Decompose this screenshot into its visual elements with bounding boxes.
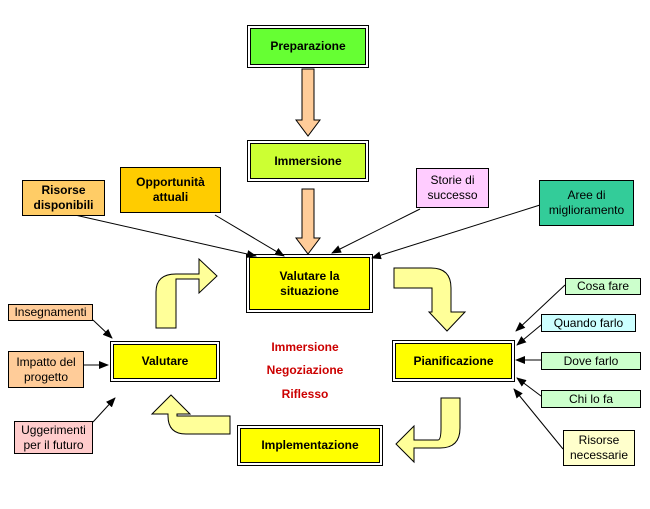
box-risorse-disponibili: Risorse disponibili [22,180,105,216]
dove-farlo-label: Dove farlo [563,353,619,368]
down-arrow-1 [295,68,321,137]
down-arrow-2 [295,188,321,255]
box-opportunita-attuali: Opportunità attuali [120,167,221,213]
risorse-necessarie-label: Risorse necessarie [569,433,629,462]
box-preparazione-label: Preparazione [270,39,346,53]
arrow-risorse-disponibili [74,214,257,258]
box-immersione: Immersione [247,140,369,182]
center-label-immersione: Immersione [271,340,339,354]
box-valutare-situazione: Valutare la situazione [246,254,373,313]
box-dove-farlo: Dove farlo [541,352,641,370]
cosa-fare-label: Cosa fare [576,279,630,293]
box-aree-di-miglioramento: Aree di miglioramento [539,180,634,226]
box-cosa-fare: Cosa fare [565,278,641,295]
impatto-del-progetto-label: Impatto del progetto [16,354,76,384]
box-preparazione: Preparazione [247,25,369,68]
storie-di-successo-label: Storie di successo [427,173,478,202]
arrow-quando-farlo [516,324,542,346]
box-suggerimenti: Uggerimenti per il futuro [14,421,93,454]
center-label-riflesso: Riflesso [281,387,329,401]
arrow-suggerimenti [92,397,116,423]
arrow-storie [331,208,421,254]
risorse-disponibili-label: Risorse disponibili [33,183,94,212]
box-pianificazione-label: Pianificazione [413,353,494,368]
arrow-aree [371,204,541,260]
chi-lo-fa-label: Chi lo fa [568,391,614,406]
aree-di-miglioramento-label: Aree di miglioramento [548,188,625,217]
box-risorse-necessarie: Risorse necessarie [563,430,635,466]
box-chi-lo-fa: Chi lo fa [541,390,641,408]
box-valutare-label: Valutare [141,354,189,368]
opportunita-attuali-label: Opportunità attuali [136,175,205,204]
arrow-opportunita [214,214,285,257]
cycle-arrow-bottom-right [395,397,461,464]
box-quando-farlo: Quando farlo [541,314,636,332]
center-label-negoziazione: Negoziazione [266,363,344,377]
quando-farlo-label: Quando farlo [553,315,624,330]
box-pianificazione: Pianificazione [392,340,515,382]
cycle-arrow-top-right [393,267,467,332]
insegnamenti-label: Insegnamenti [14,305,87,319]
cycle-arrow-top-left [155,257,218,329]
box-insegnamenti: Insegnamenti [8,304,93,321]
arrow-chi-lo-fa [516,377,542,397]
box-valutare-situazione-label: Valutare la situazione [279,268,340,298]
suggerimenti-label: Uggerimenti per il futuro [21,422,86,452]
box-immersione-label: Immersione [274,153,342,168]
cycle-arrow-bottom-left [150,394,231,435]
box-implementazione: Implementazione [237,425,383,466]
arrow-insegnamenti [92,319,113,339]
box-valutare: Valutare [110,341,220,382]
box-storie-di-successo: Storie di successo [416,168,489,208]
arrow-risorse-necessarie [513,388,564,450]
box-impatto-del-progetto: Impatto del progetto [8,351,84,388]
arrow-cosa-fare [515,284,566,332]
box-implementazione-label: Implementazione [261,438,359,452]
